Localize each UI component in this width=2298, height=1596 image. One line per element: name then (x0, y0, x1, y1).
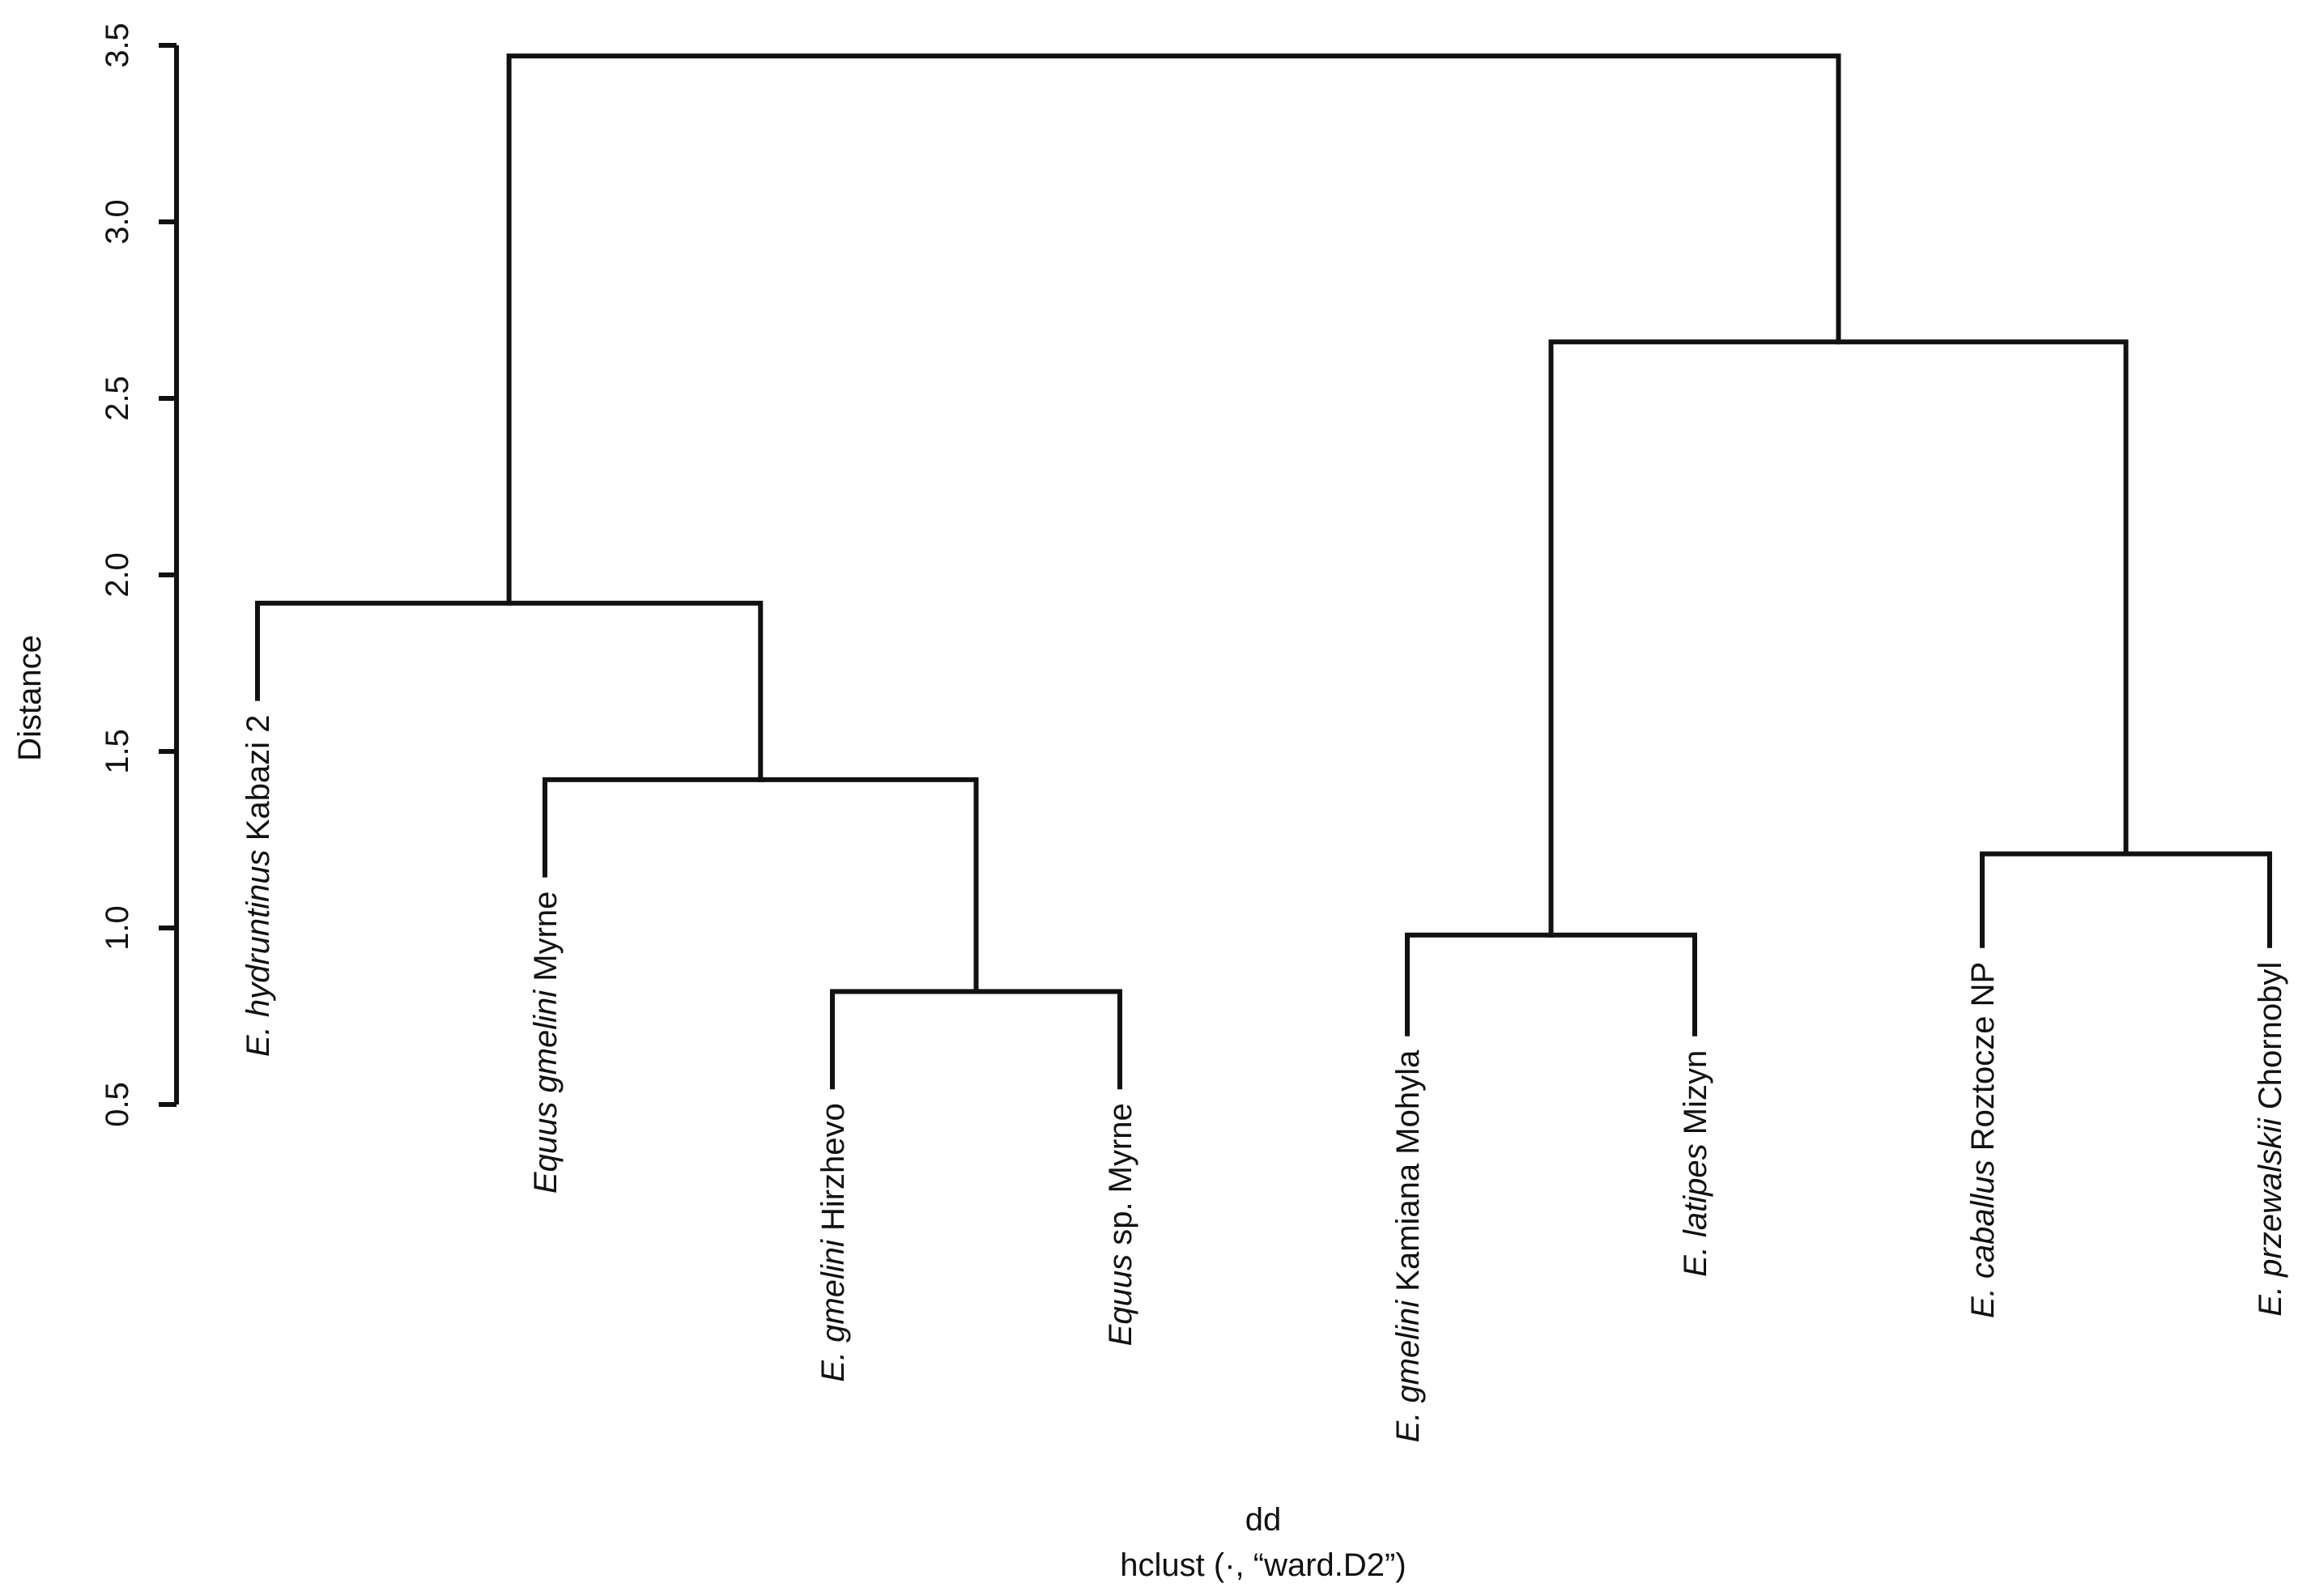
leaf-label-site: Kabazi 2 (240, 715, 276, 850)
y-tick-label: 2.5 (100, 376, 135, 421)
leaf-label-taxon: E. gmelini (1390, 1300, 1426, 1443)
x-axis-title: dd (1245, 1502, 1282, 1538)
y-axis: 0.5 1.0 1.5 2.0 2.5 3.0 3.5 (100, 23, 179, 1127)
leaf-label-site: Kamiana Mohyla (1390, 1049, 1426, 1300)
y-axis-title: Distance (12, 635, 48, 761)
leaf-label: E. hydruntinus Kabazi 2 (240, 715, 276, 1057)
leaf-label-taxon: Equus (1103, 1254, 1138, 1346)
leaf-label-site: Roztocze NP (1965, 962, 2001, 1160)
leaf-label: E. gmelini Kamiana Mohyla (1390, 1049, 1426, 1442)
leaf-label-site: Mizyn (1678, 1050, 1713, 1144)
method-subtitle: hclust (·, “ward.D2”) (1120, 1547, 1406, 1583)
leaf-label: Equus sp. Myrne (1103, 1103, 1138, 1346)
y-tick-label: 1.5 (100, 729, 135, 774)
y-tick-label: 1.0 (100, 905, 135, 951)
leaf-label-taxon: E. gmelini (815, 1239, 851, 1382)
leaf-label-site: sp. Myrne (1103, 1103, 1138, 1254)
leaf-label: Equus gmelini Myrne (528, 892, 564, 1194)
leaf-label-taxon: E. przewalskii (2253, 1117, 2288, 1317)
leaf-label-taxon: E. latipes (1678, 1143, 1713, 1277)
merge-link-m6 (1548, 339, 2129, 938)
merge-link-m1 (830, 989, 1122, 1090)
leaf-label-taxon: E. caballus (1965, 1160, 2001, 1318)
leaf-label: E. gmelini Hirzhevo (815, 1103, 851, 1382)
y-tick-label: 2.0 (100, 552, 135, 598)
leaf-label-taxon: Equus gmelini (528, 990, 564, 1194)
leaf-label-taxon: E. hydruntinus (240, 849, 276, 1057)
leaf-label: E. caballus Roztocze NP (1965, 962, 2001, 1318)
dendrogram-links (255, 53, 2272, 1090)
leaf-label-site: Hirzhevo (815, 1103, 851, 1240)
leaf-label: E. latipes Mizyn (1678, 1050, 1713, 1277)
merge-link-m4 (1405, 932, 1697, 1036)
merge-link-m5 (1980, 851, 2272, 948)
leaf-labels: E. hydruntinus Kabazi 2 Equus gmelini Myr… (240, 715, 2288, 1443)
leaf-label-site: Chornobyl (2253, 962, 2288, 1118)
y-tick-label: 3.0 (100, 199, 135, 245)
leaf-label-site: Myrne (528, 892, 564, 990)
y-tick-label: 0.5 (100, 1082, 135, 1127)
leaf-label: E. przewalskii Chornobyl (2253, 962, 2288, 1317)
y-tick-label: 3.5 (100, 23, 135, 68)
merge-link-m7 (506, 53, 1841, 606)
merge-link-m3 (255, 600, 764, 782)
merge-link-m2 (543, 777, 979, 994)
